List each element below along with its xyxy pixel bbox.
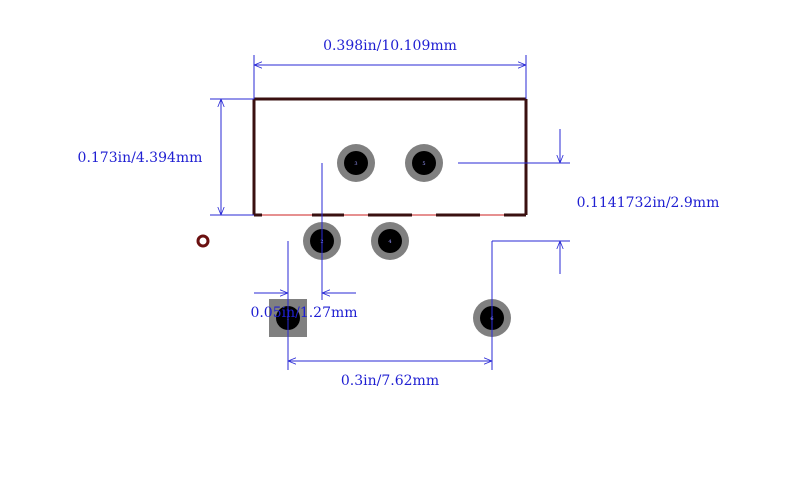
pad-5: 5 xyxy=(405,144,443,182)
width-dimension xyxy=(253,55,527,99)
ring-icon xyxy=(196,234,210,248)
pad-4: 4 xyxy=(371,222,409,260)
row-offset-dimension-label: 0.1141732in/2.9mm xyxy=(577,195,720,211)
height-dimension-label: 0.173in/4.394mm xyxy=(78,150,203,166)
pad-4-label: 4 xyxy=(388,239,391,245)
pad-3: 3 xyxy=(337,144,375,182)
pin-pitch-dimension-label: 0.05in/1.27mm xyxy=(250,305,357,321)
component-outline xyxy=(252,97,528,217)
row-span-dimension-label: 0.3in/7.62mm xyxy=(341,373,439,389)
height-dimension xyxy=(210,98,254,216)
pad-5-label: 5 xyxy=(422,161,425,167)
row-span-dimension xyxy=(288,318,493,370)
width-dimension-label: 0.398in/10.109mm xyxy=(323,38,457,54)
pad-3-label: 3 xyxy=(354,161,357,167)
pin-pitch-dimension xyxy=(254,163,356,370)
row-offset-dimension xyxy=(458,129,570,318)
